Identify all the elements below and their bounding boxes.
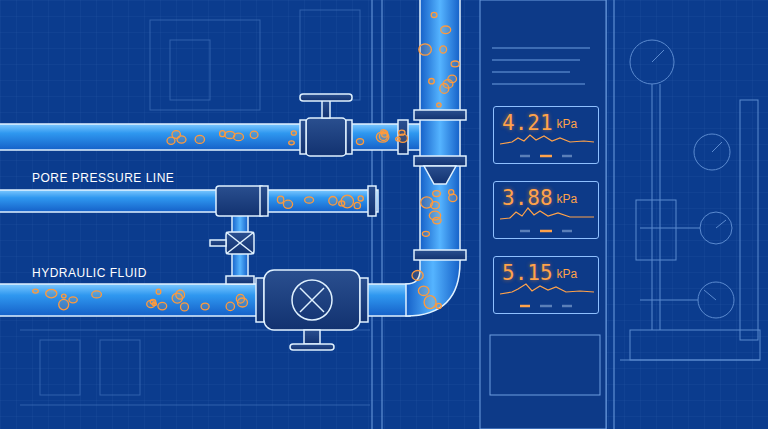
pressure-value: 4.21 [502,111,553,135]
bubble [418,286,429,295]
bubble [62,294,67,298]
bubble [424,296,436,309]
bubble [354,202,360,208]
bubble [277,196,283,203]
bubble [329,197,337,206]
bubble [305,197,314,203]
bubble [396,137,400,141]
bubble [399,130,405,135]
bubble [156,289,161,294]
bubble [448,75,457,82]
bubble [436,303,441,308]
bubble [339,201,345,206]
bubble [92,291,102,298]
bubble [177,136,186,143]
bubble [250,131,258,138]
bubble [172,293,182,303]
bubble [195,135,204,143]
line-label: PORE PRESSURE LINE [32,171,174,185]
pressure-value: 3.88 [502,186,553,210]
bubble [226,302,234,310]
bubble [419,44,432,55]
line-label: HYDRAULIC FLUID [32,266,147,280]
bubble [158,302,167,310]
bubble [376,132,389,142]
bubble [433,217,441,224]
bubble [449,190,454,195]
bubble [433,191,441,197]
bubble [451,61,459,67]
bubble [431,202,440,209]
bubble [147,300,155,307]
bubble [236,294,244,303]
bubble [69,297,77,303]
bubble [431,12,437,17]
bubble [150,300,156,305]
bubble [289,141,295,145]
pressure-unit: kPa [557,117,578,131]
bubble [429,79,435,84]
bubble [440,46,447,53]
pressure-unit: kPa [557,192,578,206]
bubble [201,303,209,310]
bubble [379,132,387,140]
pressure-display: 4.21 kPa [493,106,599,164]
bubble [33,289,39,293]
pressure-display: 5.15 kPa [493,256,599,314]
bubble [220,131,226,137]
bubble [46,289,57,297]
bubble [59,299,69,309]
bubble [356,139,363,145]
bubble [441,26,451,34]
bubble [422,231,429,236]
bubble [234,133,244,141]
pressure-value: 5.15 [502,261,553,285]
bubble [437,103,441,107]
bubble [181,303,189,311]
pressure-unit: kPa [557,267,578,281]
bubble [358,196,363,201]
bubble [283,200,292,208]
bubble [412,271,423,281]
bubble [291,131,296,135]
bubble [167,137,175,144]
bubble [449,194,457,201]
pressure-display: 3.88 kPa [493,181,599,239]
